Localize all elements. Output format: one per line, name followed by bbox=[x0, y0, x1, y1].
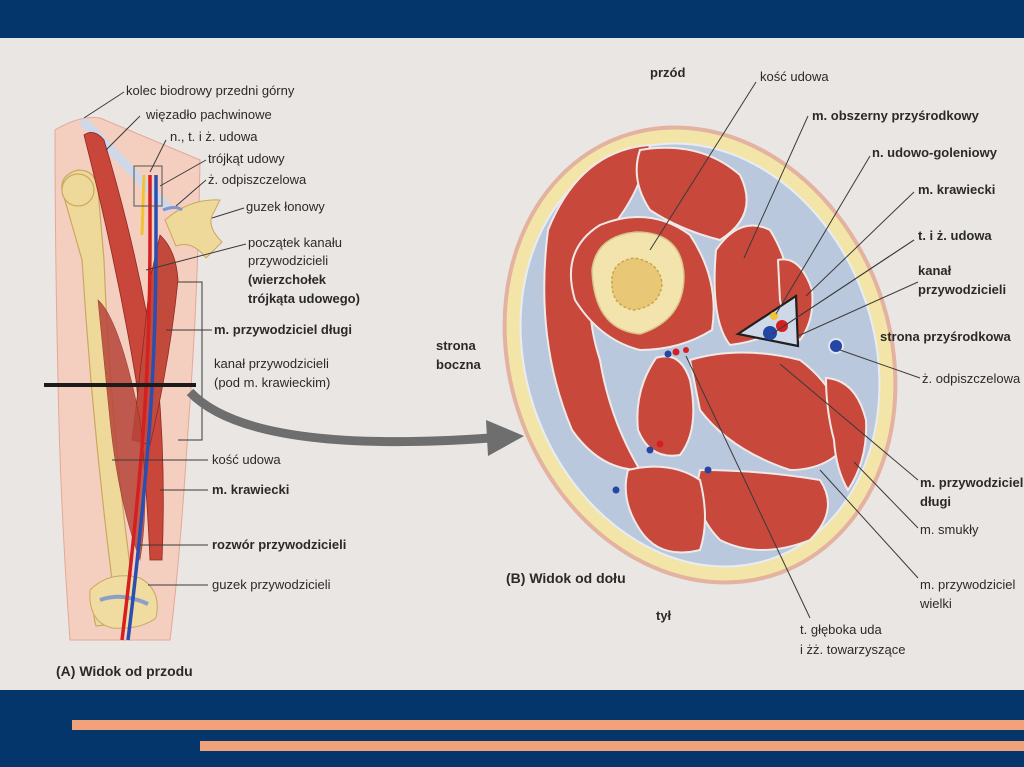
figure-a-labels: kolec biodrowy przedni górny więzadło pa… bbox=[56, 83, 360, 679]
pubic-bone bbox=[164, 199, 223, 259]
figure-b-labels: przód kość udowa m. obszerny przyśrodkow… bbox=[436, 65, 1023, 657]
deep-vessel-4 bbox=[656, 440, 664, 448]
label-femur-b: kość udowa bbox=[760, 69, 829, 84]
femoral-condyle bbox=[89, 575, 158, 629]
knee-joint bbox=[99, 594, 149, 606]
label-sartorius-b: m. krawiecki bbox=[918, 182, 995, 197]
leader-b-deep bbox=[685, 355, 811, 619]
label-femur-a: kość udowa bbox=[212, 452, 281, 467]
label-adductor-magnus-2: wielki bbox=[919, 596, 952, 611]
leader-b-saphenous bbox=[839, 349, 921, 379]
label-canal-2: (pod m. krawieckim) bbox=[214, 375, 330, 390]
label-femoral-nav: n., t. i ż. udowa bbox=[170, 129, 258, 144]
label-apex-2: trójkąta udowego) bbox=[248, 291, 360, 306]
label-femoral-vessels: t. i ż. udowa bbox=[918, 228, 992, 243]
semitendinosus-section bbox=[636, 355, 695, 457]
bottom-bar bbox=[0, 690, 1024, 767]
gracilis-section bbox=[824, 376, 868, 492]
label-lateral-1: strona bbox=[436, 338, 477, 353]
label-canal-b-1: kanał bbox=[918, 263, 952, 278]
saphenous-vein-a bbox=[162, 206, 183, 212]
label-gracilis: m. smukły bbox=[920, 522, 979, 537]
label-adductor-longus-b-1: m. przywodziciel bbox=[920, 475, 1023, 490]
leader-triangle bbox=[159, 159, 207, 187]
label-sartorius-a: m. krawiecki bbox=[212, 482, 289, 497]
leader-b-nerve bbox=[775, 155, 871, 315]
label-asis: kolec biodrowy przedni górny bbox=[126, 83, 295, 98]
leader-asis bbox=[83, 91, 125, 119]
adductor-canal-section bbox=[735, 294, 800, 348]
leader-inguinal bbox=[105, 115, 141, 151]
label-deep-femoral-1: t. głęboka uda bbox=[800, 622, 882, 637]
saphenous-vein-section bbox=[828, 338, 844, 354]
vastus-medialis-muscle bbox=[97, 299, 146, 562]
label-saphenous-a: ż. odpiszczelowa bbox=[208, 172, 307, 187]
anatomy-figure: kolec biodrowy przedni górny więzadło pa… bbox=[44, 65, 1023, 679]
leader-b-sartorius bbox=[805, 191, 915, 297]
section-arrow-head bbox=[486, 420, 524, 456]
label-femoral-triangle: trójkąt udowy bbox=[208, 151, 285, 166]
deep-artery-1 bbox=[672, 348, 680, 356]
label-vastus-medialis: m. obszerny przyśrodkowy bbox=[812, 108, 980, 123]
vastus-lateralis-section bbox=[543, 143, 652, 472]
deep-vessel-3 bbox=[646, 446, 654, 454]
adductor-magnus-section bbox=[696, 468, 829, 551]
label-front: przód bbox=[650, 65, 685, 80]
caption-figure-b: (B) Widok od dołu bbox=[506, 570, 626, 586]
section-arrow bbox=[186, 388, 491, 447]
label-adductor-magnus-1: m. przywodziciel bbox=[920, 577, 1015, 592]
label-saphenous-vein-b: ż. odpiszczelowa bbox=[922, 371, 1021, 386]
caption-figure-a: (A) Widok od przodu bbox=[56, 663, 193, 679]
femur-marrow bbox=[611, 257, 663, 311]
leader-b-vastus-medialis bbox=[743, 115, 809, 259]
label-pubic-tubercle: guzek łonowy bbox=[246, 199, 325, 214]
leader-b-vessels-2 bbox=[771, 239, 915, 335]
label-apex-1: (wierzchołek bbox=[248, 272, 327, 287]
deep-vein-1 bbox=[664, 350, 672, 358]
femoral-nerve bbox=[140, 174, 146, 236]
top-bar bbox=[0, 0, 1024, 38]
leader-canal-start bbox=[145, 243, 247, 271]
label-back: tył bbox=[656, 608, 672, 623]
accent-stripe-lower bbox=[200, 741, 1024, 751]
rectus-femoris-section bbox=[635, 146, 748, 242]
label-canal-start-2: przywodzicieli bbox=[248, 253, 328, 268]
leader-b-adductor-longus bbox=[779, 363, 919, 481]
figure-b-drawing bbox=[502, 81, 921, 619]
label-inguinal-ligament: więzadło pachwinowe bbox=[145, 107, 272, 122]
label-adductor-longus-a: m. przywodziciel długi bbox=[214, 322, 352, 337]
deep-artery-2 bbox=[683, 347, 689, 353]
femoral-head bbox=[61, 173, 95, 207]
label-canal-1: kanał przywodzicieli bbox=[214, 356, 329, 371]
label-adductor-longus-b-2: długi bbox=[920, 494, 951, 509]
leader-nav bbox=[149, 139, 167, 173]
figure-a-drawing bbox=[44, 91, 524, 641]
leader-saphenous bbox=[175, 179, 207, 207]
deep-vessel-6 bbox=[612, 486, 620, 494]
label-lateral-2: boczna bbox=[436, 357, 482, 372]
biceps-femoris-section bbox=[624, 465, 706, 554]
leader-pubic bbox=[211, 207, 245, 219]
leader-b-femur bbox=[649, 81, 757, 251]
label-hiatus: rozwór przywodzicieli bbox=[212, 537, 346, 552]
label-deep-femoral-2: i żż. towarzyszące bbox=[800, 642, 905, 657]
label-medial: strona przyśrodkowa bbox=[880, 329, 1012, 344]
femoral-vein bbox=[126, 175, 158, 641]
femoral-triangle-box bbox=[133, 165, 163, 207]
femoral-artery bbox=[120, 175, 152, 641]
leader-b-canal bbox=[797, 281, 919, 337]
anatomy-figure-panel: kolec biodrowy przedni górny więzadło pa… bbox=[0, 38, 1024, 690]
label-canal-start-1: początek kanału bbox=[248, 235, 342, 250]
leader-b-adductor-magnus bbox=[819, 469, 919, 579]
leader-b-gracilis bbox=[853, 461, 919, 529]
accent-stripe-upper bbox=[72, 720, 1024, 730]
deep-vessel-5 bbox=[704, 466, 712, 474]
label-saphenous-nerve: n. udowo-goleniowy bbox=[872, 145, 998, 160]
adductor-canal-bracket bbox=[178, 281, 203, 441]
label-adductor-tubercle: guzek przywodzicieli bbox=[212, 577, 331, 592]
label-canal-b-2: przywodzicieli bbox=[918, 282, 1006, 297]
femoral-vein-section bbox=[763, 326, 777, 340]
